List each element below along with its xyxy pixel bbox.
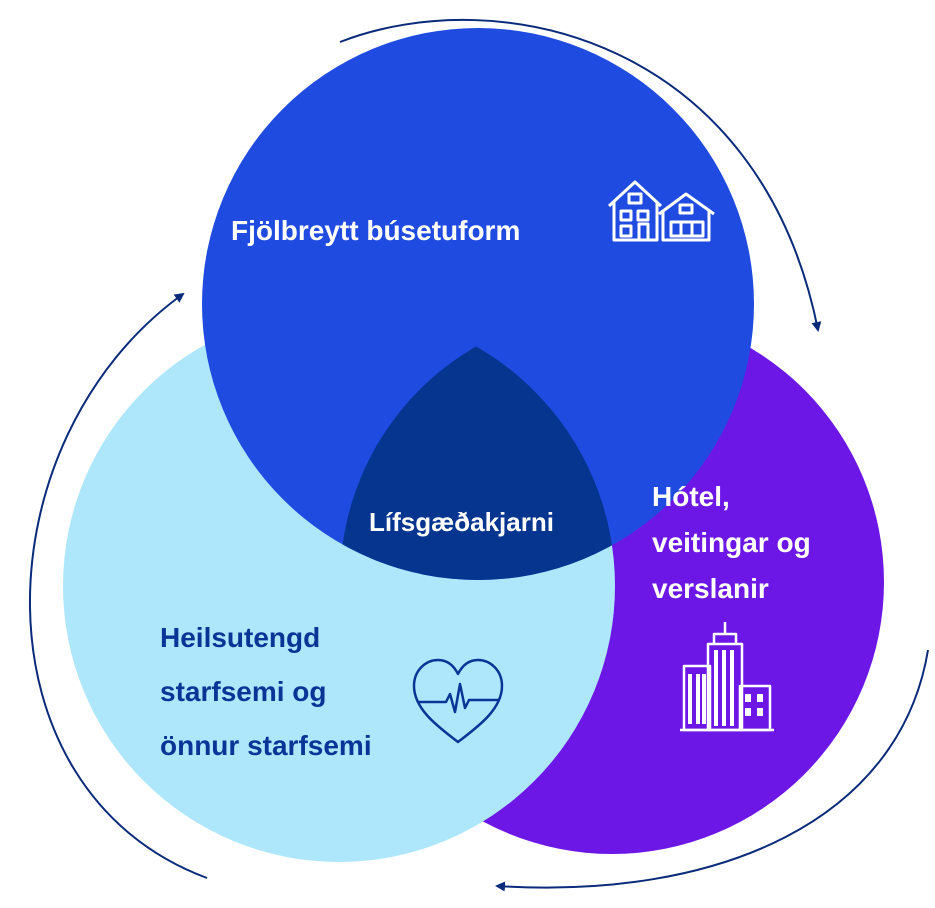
left-circle-label: Heilsutengd starfsemi og önnur starfsemi [160, 611, 372, 773]
top-circle-label: Fjölbreytt búsetuform [231, 215, 521, 246]
houses-icon [607, 180, 715, 242]
center-overlap [340, 310, 615, 580]
left-label-line-1: Heilsutengd [160, 622, 321, 653]
office-buildings-icon [680, 622, 774, 732]
arrow-bottom [495, 649, 929, 892]
arrow-top-right [339, 19, 822, 332]
right-label-line-3: verslanir [652, 573, 769, 604]
arrow-left [29, 292, 208, 879]
right-label-line-1: Hótel, [652, 481, 730, 512]
left-label-line-2: starfsemi og [160, 676, 327, 707]
right-label-line-2: veitingar og [652, 527, 811, 558]
left-label-line-3: önnur starfsemi [160, 730, 372, 761]
circle-top [202, 28, 754, 580]
heart-pulse-icon [412, 658, 504, 744]
center-label: Lífsgæðakjarni [369, 507, 554, 537]
right-circle-label: Hótel, veitingar og verslanir [652, 474, 811, 612]
